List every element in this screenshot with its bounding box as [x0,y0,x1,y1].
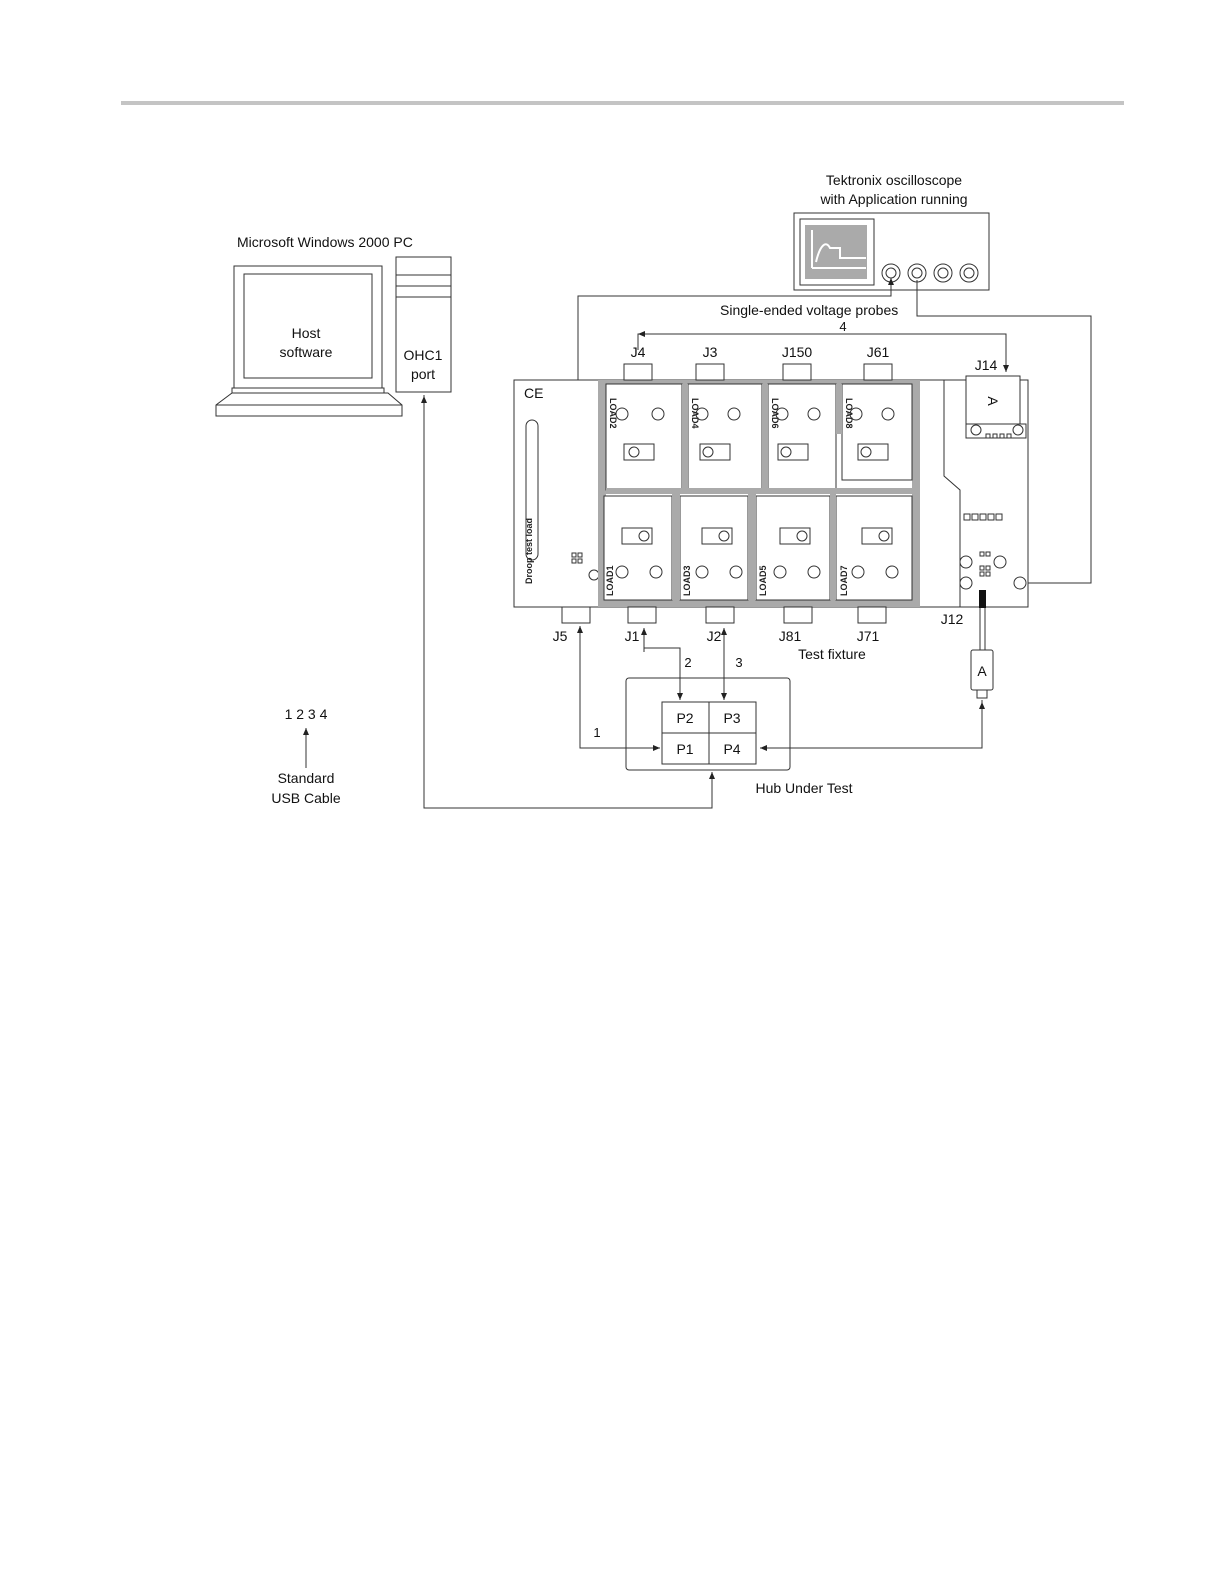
load-label: LOAD6 [770,398,780,429]
ce-mark: CE [524,385,543,401]
fixture-label: Test fixture [798,646,866,662]
pc-tower-icon [395,256,452,393]
probes-label: Single-ended voltage probes [720,302,898,318]
j14-label: J14 [975,357,998,373]
page-top-rule [121,101,1124,105]
load-cell-load7: LOAD7 [835,495,913,601]
droop-label: Droop test load [524,518,534,584]
oscilloscope: Tektronix oscilloscope with Application … [793,172,990,291]
legend: 1 2 3 4 Standard USB Cable [271,706,340,806]
connector-j3 [695,363,725,381]
load-cell-load4: LOAD4 [687,383,763,491]
load-cell-load3: LOAD3 [679,495,749,601]
usb-cables: 1 2 3 [421,395,985,809]
scope-label-2: with Application running [819,191,967,207]
connector-label-j5: J5 [553,628,568,644]
connector-j81 [783,606,813,624]
connector-label-j2: J2 [707,628,722,644]
connector-label-j4: J4 [631,344,646,360]
load-cell-load2: LOAD2 [605,383,683,491]
connector-label-j1: J1 [625,628,640,644]
connector-label-j81: J81 [779,628,802,644]
j12-label: J12 [941,611,964,627]
usb-a-plug-label: A [977,663,987,679]
test-fixture: CE Droop test load LOAD2 LOAD4 [513,344,1029,662]
connector-j5 [561,606,591,624]
load-label: LOAD5 [758,565,768,596]
cable-number-3: 3 [735,655,742,670]
connector-j71 [857,606,887,624]
port-label-p4: P4 [723,741,740,757]
host-label-2: software [280,344,333,360]
connector-j4 [623,363,653,381]
legend-label-2: USB Cable [271,790,340,806]
probe-number: 4 [839,319,846,334]
port-label-1: OHC1 [404,347,443,363]
port-label-2: port [411,366,435,382]
legend-label-1: Standard [278,770,335,786]
load-cell-load1: LOAD1 [603,495,673,601]
port-label-p2: P2 [676,710,693,726]
load-label: LOAD3 [682,565,692,596]
hub-port-p1 [661,732,710,765]
connector-label-j150: J150 [782,344,813,360]
connector-j61 [863,363,893,381]
load-label: LOAD1 [605,565,615,596]
load-cell-load8: LOAD8 [841,383,913,481]
hub-under-test: P2 P3 P1 P4 Hub Under Test [625,677,853,796]
connector-j2 [705,606,735,624]
legend-numbers: 1 2 3 4 [285,706,328,722]
port-label-p1: P1 [676,741,693,757]
connector-label-j3: J3 [703,344,718,360]
host-label-1: Host [292,325,321,341]
hub-port-p4 [708,732,757,765]
hub-label: Hub Under Test [755,780,852,796]
connector-label-j61: J61 [867,344,890,360]
cable-number-2: 2 [684,655,691,670]
load-label: LOAD7 [839,565,849,596]
connector-label-j71: J71 [857,628,880,644]
usb-a-top-label: A [985,396,1001,406]
usb-a-plug-j12: A [970,590,994,699]
probe-wires: Single-ended voltage probes 4 [577,278,1092,584]
connector-j1 [627,606,657,624]
port-label-p3: P3 [723,710,740,726]
usb-a-receptacle-j14 [965,375,1021,425]
cable-number-1: 1 [593,725,600,740]
load-label: LOAD4 [690,398,700,429]
load-label: LOAD2 [608,398,618,429]
connector-j150 [782,363,812,381]
load-label: LOAD8 [844,398,854,429]
load-cell-load5: LOAD5 [755,495,831,601]
scope-label-1: Tektronix oscilloscope [826,172,962,188]
pc-computer: Microsoft Windows 2000 PC Host software … [215,234,452,417]
scope-screen-icon [805,225,867,279]
hub-port-p3 [708,701,757,734]
load-cell-load6: LOAD6 [767,383,837,491]
pc-label: Microsoft Windows 2000 PC [237,234,413,250]
